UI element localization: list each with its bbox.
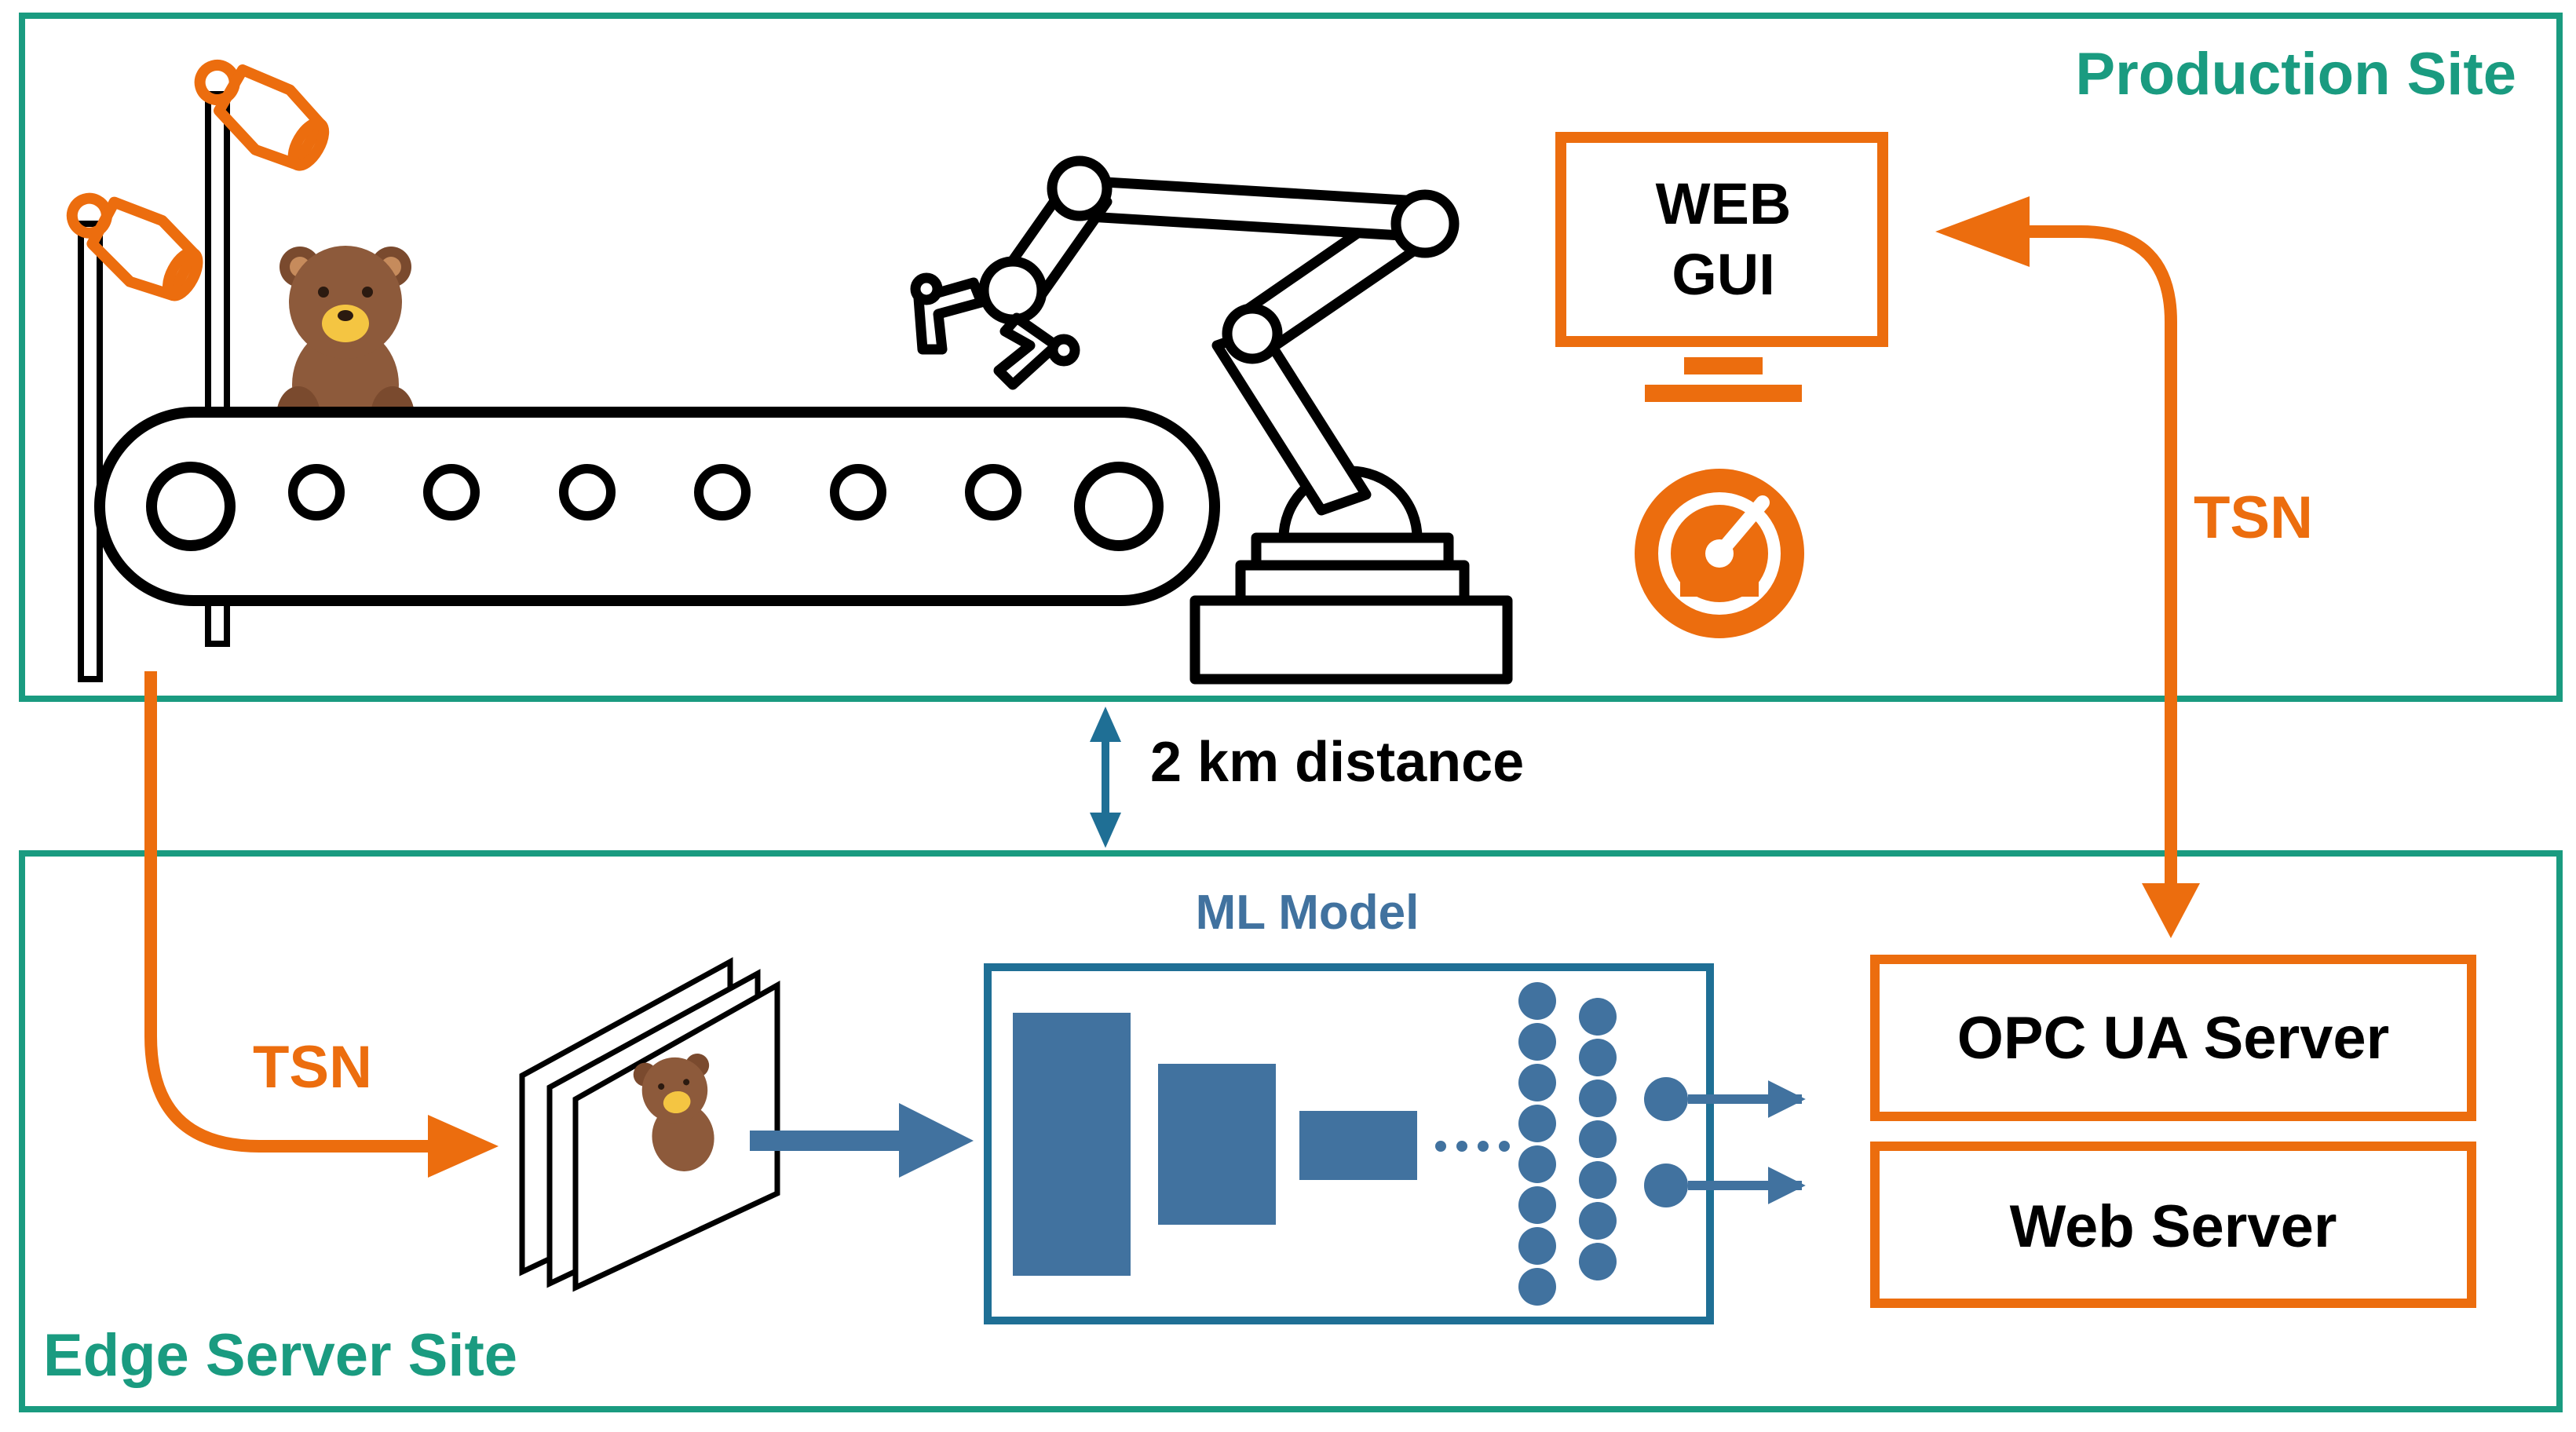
edge-site-frame [19,850,2563,1412]
opc-ua-server-label: OPC UA Server [1957,1005,2390,1072]
opc-ua-server-box [1870,955,2476,1121]
tsn-arrowhead-down [2142,883,2200,938]
tsn-arrowhead-right [428,1115,499,1178]
tsn-link-camera-to-edge [144,671,440,1153]
web-gui-line2: GUI [1672,242,1775,307]
tsn-label-left: TSN [253,1034,372,1101]
tsn-link-gui-to-opc [2014,225,2177,899]
camera-icon [66,192,203,301]
distance-arrowhead-down [1090,813,1121,848]
neural-network-icon [984,963,1714,1324]
monitor-icon [1555,132,1888,402]
conveyor-belt-icon [94,407,1220,606]
tsn-label-top: TSN [2194,484,2313,551]
edge-site-label: Edge Server Site [43,1322,517,1389]
tsn-arrowhead-up [1935,196,2030,267]
ml-model-label: ML Model [1196,886,1420,940]
web-server-label: Web Server [2010,1193,2337,1260]
distance-arrowhead-up [1090,707,1121,742]
image-to-model-arrowhead [899,1103,974,1178]
web-gui-line1: WEB [1656,171,1792,236]
production-site-frame [19,13,2563,702]
image-to-model-shaft [750,1131,907,1151]
camera-pole-left [78,221,103,682]
gauge-icon [1635,469,1804,638]
production-site-label: Production Site [2075,41,2516,108]
image-stack-icon [519,957,780,1292]
teddy-bear-image [633,1053,714,1171]
distance-label: 2 km distance [1150,731,1524,794]
web-server-box [1870,1142,2476,1308]
robot-arm-icon [910,155,1513,685]
camera-icon [194,60,330,171]
